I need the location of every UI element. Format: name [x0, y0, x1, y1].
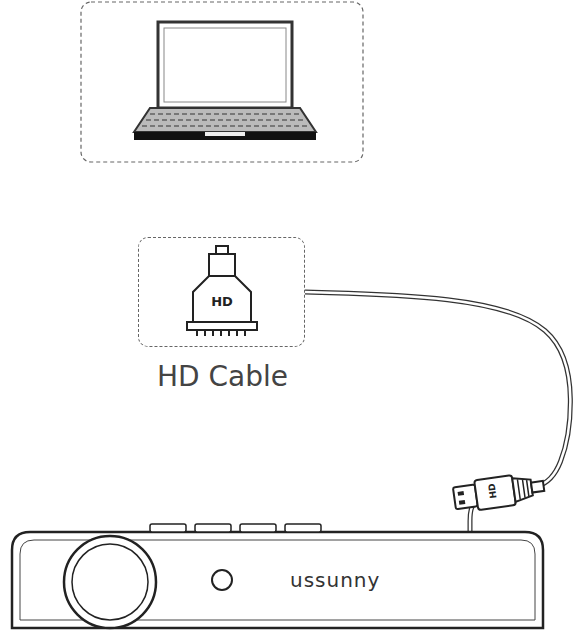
projector-outline: [10, 520, 545, 632]
connector-icon: [139, 238, 304, 346]
plug-label: HD: [487, 483, 499, 499]
cable-box: HDHD Cable: [138, 237, 305, 347]
connector-label: HD: [192, 294, 252, 309]
hd-cable: [305, 292, 570, 532]
cable-heading: HD Cable: [99, 360, 346, 393]
hd-cable-inner: [305, 292, 570, 532]
brand-logo: ussunny: [290, 568, 380, 592]
projector-body: ussunny: [10, 520, 545, 632]
